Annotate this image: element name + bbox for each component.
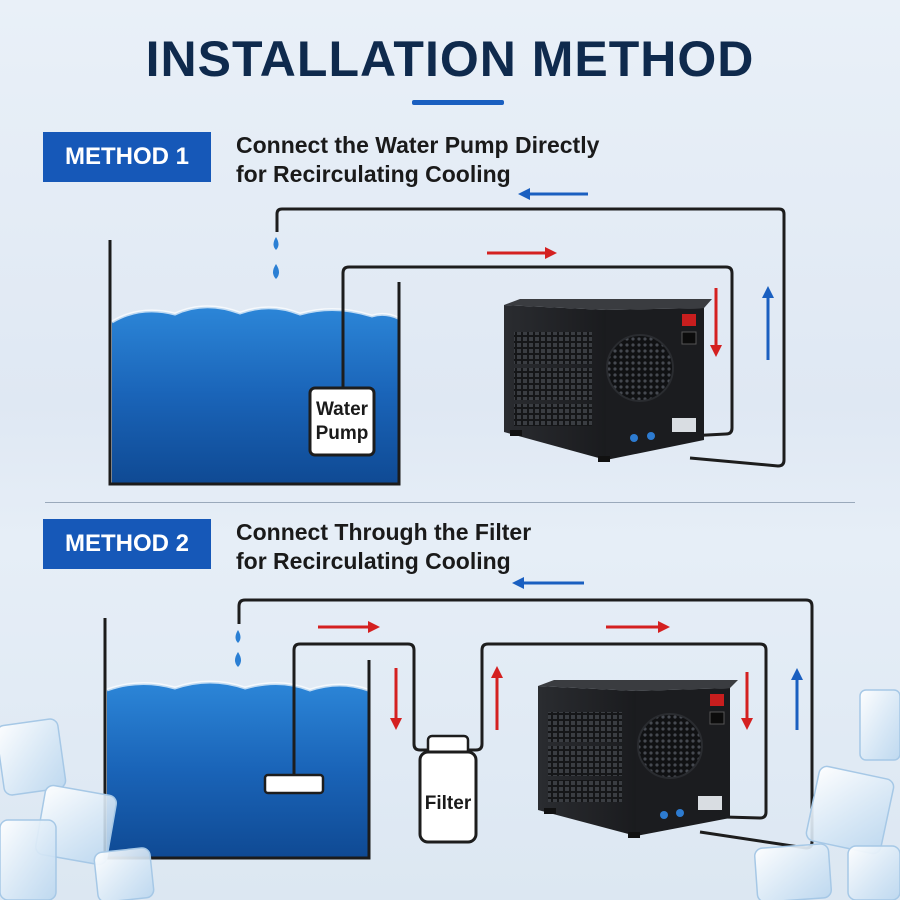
arrow-blue-left-1: [518, 188, 588, 200]
filter-canister: [418, 734, 478, 844]
page-title: INSTALLATION METHOD: [145, 31, 755, 87]
ice-cubes-left: [0, 718, 155, 900]
water-drops-1: [273, 237, 279, 279]
arrow-blue-up-1: [762, 286, 774, 360]
chiller-unit-1: [504, 299, 712, 462]
method-1-line-2: for Recirculating Cooling: [236, 161, 511, 187]
method-2-description: Connect Through the Filter for Recircula…: [236, 518, 531, 576]
arrow-blue-up-2: [791, 668, 803, 730]
water-pump-box: [308, 386, 376, 457]
pipe-supply-1: [341, 265, 734, 440]
pipe-from-filter-2: [468, 642, 768, 820]
arrow-blue-left-2: [512, 577, 584, 589]
arrow-red-up-2: [491, 666, 503, 730]
water-pump-label: Water Pump: [310, 398, 374, 446]
suction-foot: [263, 773, 325, 795]
arrow-red-right-1: [487, 247, 557, 259]
filter-label: Filter: [424, 793, 472, 814]
arrow-red-right-2b: [606, 621, 670, 633]
arrow-red-down-1: [710, 288, 722, 357]
title-underline: [412, 100, 504, 105]
method-1-description: Connect the Water Pump Directly for Reci…: [236, 131, 599, 189]
pipe-to-filter-2: [292, 642, 428, 775]
method-2-line-1: Connect Through the Filter: [236, 519, 532, 545]
section-divider: [45, 502, 855, 503]
arrow-red-down-2a: [390, 668, 402, 730]
chiller-unit-2: [538, 680, 738, 838]
water-pump-label-line-2: Pump: [315, 423, 369, 444]
water-drops-2: [235, 630, 241, 667]
method-2-line-2: for Recirculating Cooling: [236, 548, 511, 574]
arrow-red-down-2b: [741, 672, 753, 730]
method-1-line-1: Connect the Water Pump Directly: [236, 132, 600, 158]
water-pump-label-line-1: Water: [315, 399, 369, 420]
ice-cubes-right: [753, 689, 900, 900]
pipe-return-1: [275, 207, 786, 468]
method-2-badge: METHOD 2: [43, 519, 211, 569]
arrow-red-right-2a: [318, 621, 380, 633]
tank-2: [103, 618, 371, 860]
method-1-badge: METHOD 1: [43, 132, 211, 182]
